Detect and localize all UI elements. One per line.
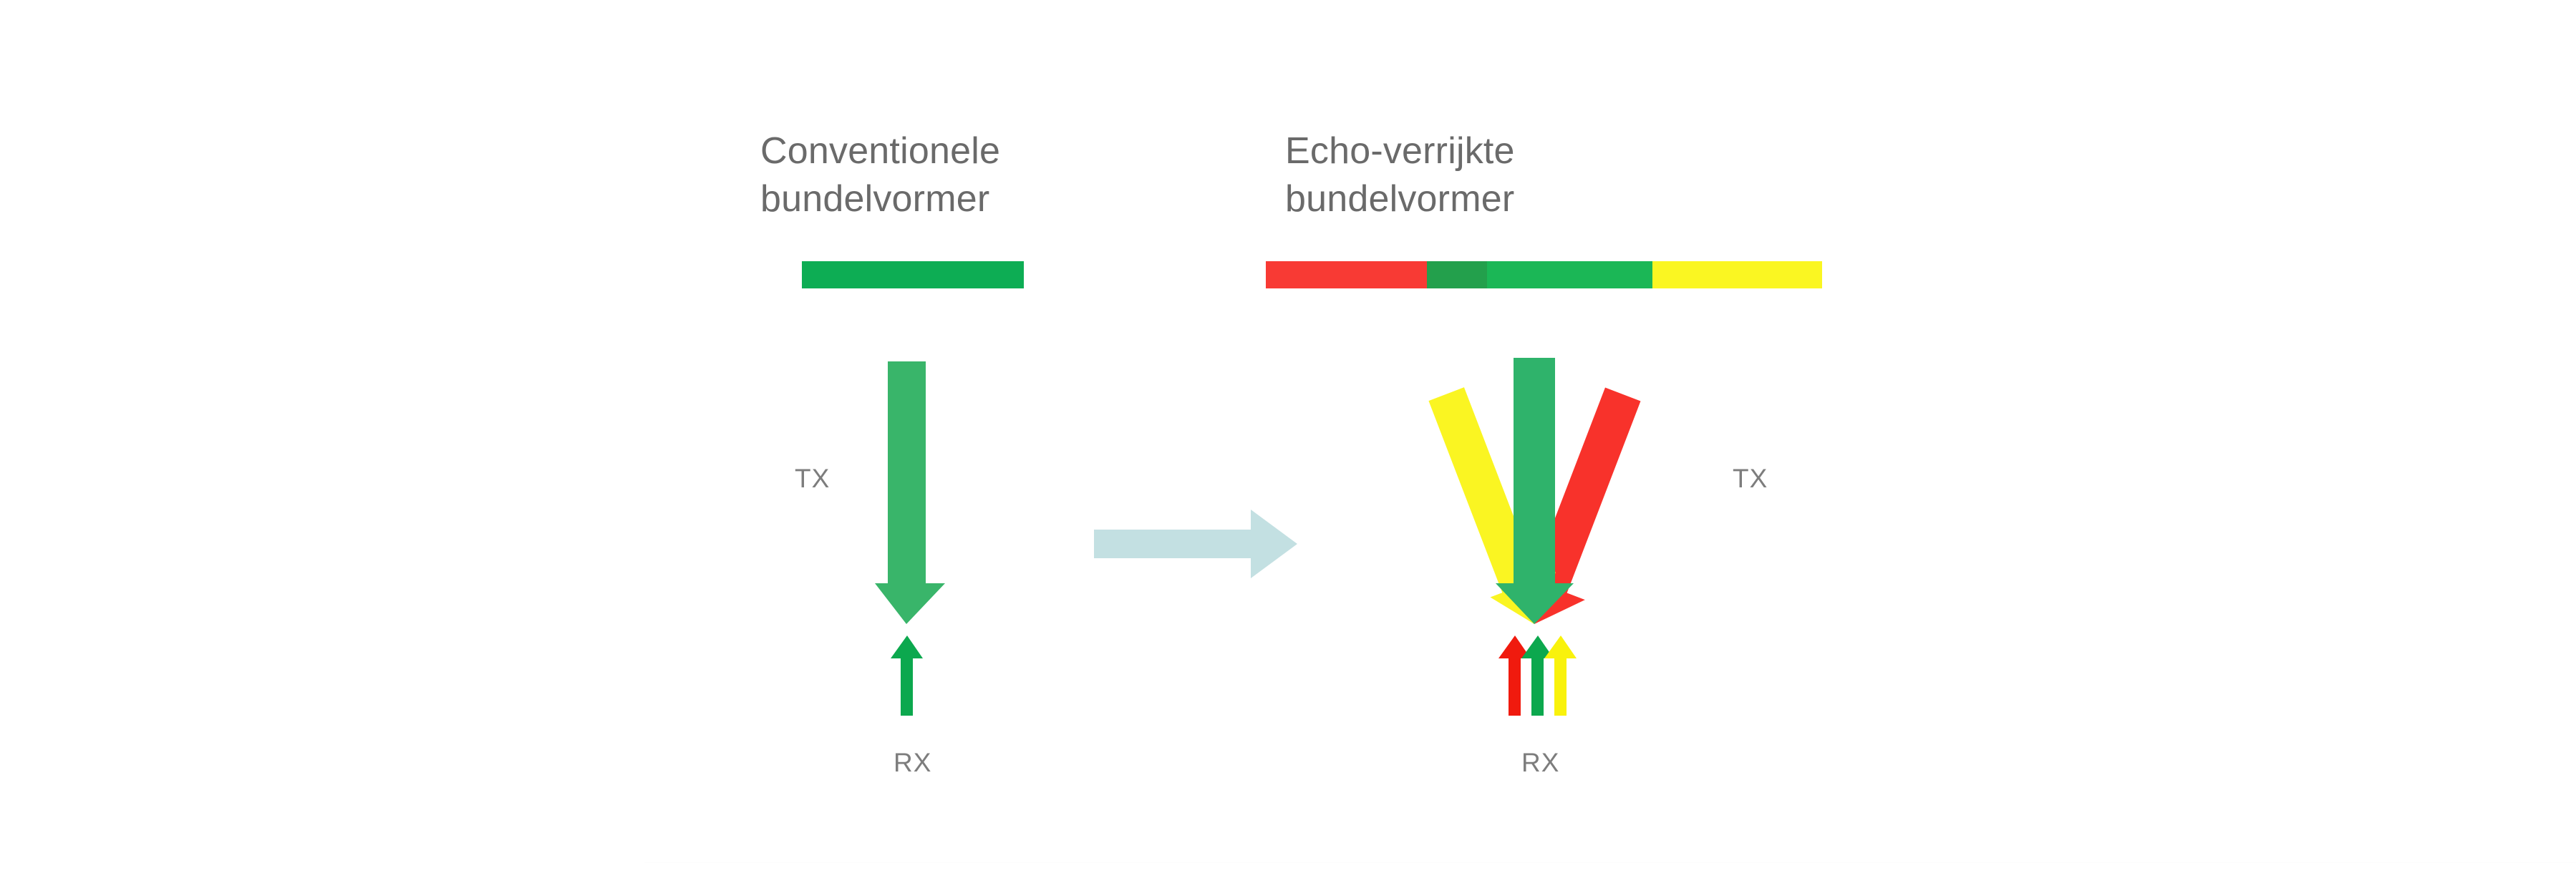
panel-title-echo-enriched: Echo-verrijkte bundelvormer [1285,130,1515,220]
aperture-bar-segment-yellow [1652,261,1822,288]
aperture-bar-segment-green [802,261,1024,288]
tx-label-conventional: TX [795,464,831,493]
aperture-bar-echo-enriched [1266,261,1822,288]
rx-label-conventional: RX [894,748,932,777]
tx-label-echo-enriched: TX [1733,464,1768,493]
aperture-bar-segment-red [1266,261,1428,288]
aperture-bar-segment-dark-green [1427,261,1488,288]
panel-title-conventional: Conventionele bundelvormer [760,130,1001,220]
aperture-bar-segment-mid-green [1487,261,1652,288]
rx-label-echo-enriched: RX [1521,748,1560,777]
aperture-bar-conventional [802,261,1024,288]
